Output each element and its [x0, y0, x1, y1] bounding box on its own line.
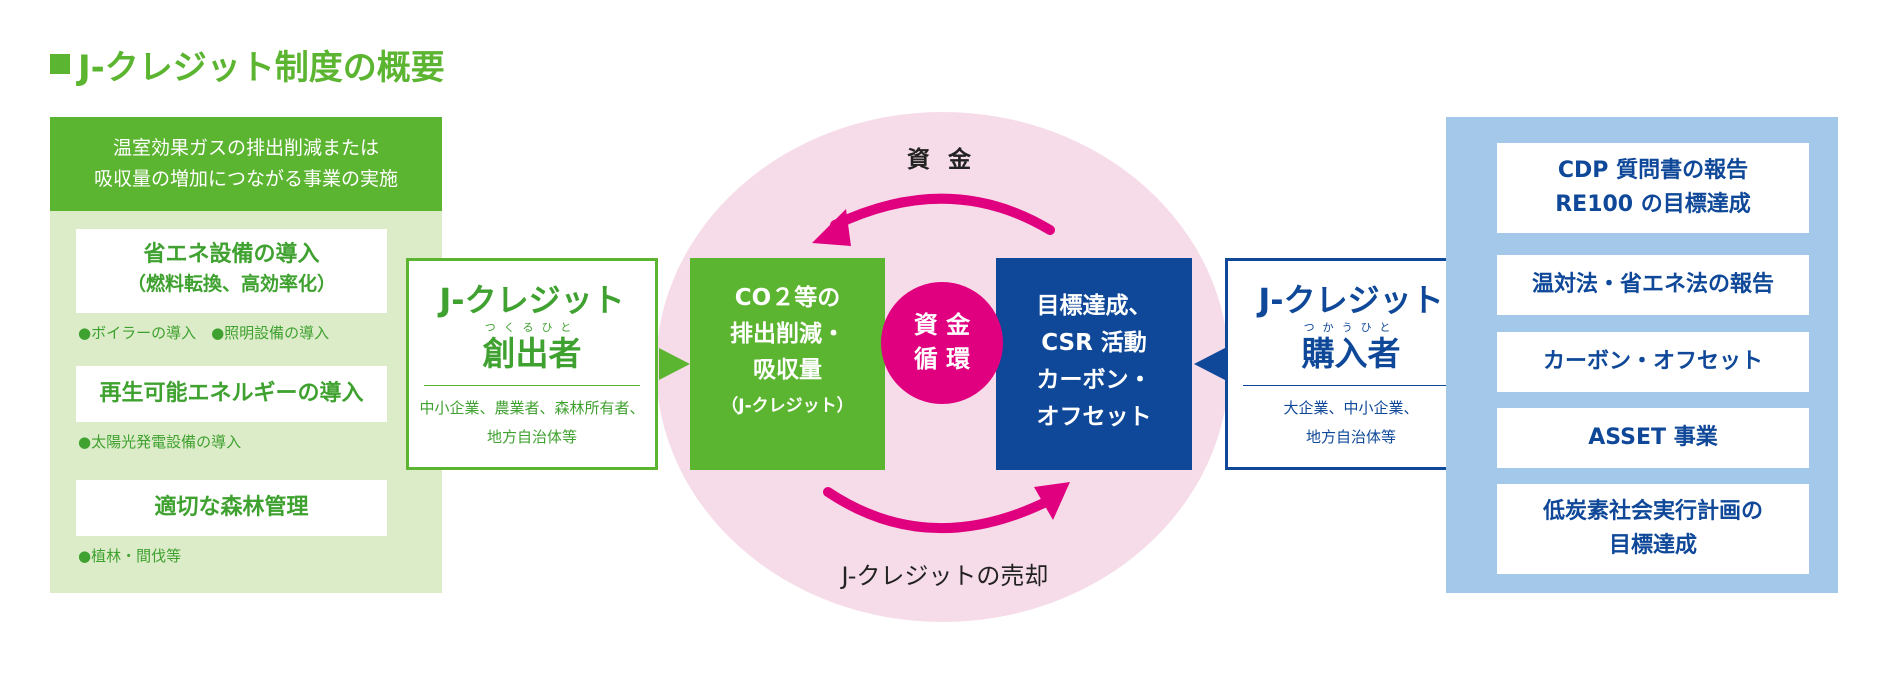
usage-item-cdp: CDP 質問書の報告 RE100 の目標達成: [1497, 143, 1809, 233]
usage-item-line: 低炭素社会実行計画の: [1542, 499, 1763, 524]
emission-reduction-box: CO２等の 排出削減・ 吸収量 （J-クレジット）: [690, 258, 885, 470]
header-line-2: 吸収量の増加につながる事業の実施: [93, 168, 398, 190]
creator-box: J-クレジット つくるひと 創出者 中小企業、農業者、森林所有者、 地方自治体等: [406, 258, 658, 470]
sale-flow-arrow: [823, 487, 1055, 533]
usage-item-asset: ASSET 事業: [1497, 408, 1809, 468]
money-flow-arrow: [830, 193, 1055, 235]
usage-item-line: ASSET 事業: [1588, 425, 1718, 450]
project-item-forest: 適切な森林管理: [76, 480, 387, 536]
usage-item-line: 温対法・省エネ法の報告: [1531, 272, 1774, 297]
project-item-note: ●太陽光発電設備の導入: [78, 433, 242, 451]
creator-role: 創出者: [482, 334, 582, 373]
usage-item-low-carbon-plan: 低炭素社会実行計画の 目標達成: [1497, 484, 1809, 574]
sale-arrowhead-icon: [1034, 482, 1070, 520]
page-title: J-クレジット制度の概要: [50, 38, 445, 90]
title-text: J-クレジット制度の概要: [78, 47, 445, 88]
project-item-title: 再生可能エネルギーの導入: [99, 381, 364, 406]
creator-title: J-クレジット: [439, 281, 625, 319]
project-item-title: 適切な森林管理: [154, 495, 309, 520]
title-square-icon: [50, 54, 70, 74]
usage-item-carbon-offset: カーボン・オフセット: [1497, 332, 1809, 392]
header-line-1: 温室効果ガスの排出削減または: [112, 137, 379, 159]
creator-ruby: つくるひと: [484, 321, 580, 334]
project-item-note: ●植林・間伐等: [78, 547, 182, 565]
buyer-role: 購入者: [1301, 334, 1401, 373]
usage-item-line: CDP 質問書の報告: [1557, 158, 1749, 183]
project-item-subtitle: （燃料転換、高効率化）: [126, 273, 336, 295]
goal-achievement-box: 目標達成、 CSR 活動 カーボン・ オフセット: [996, 258, 1192, 470]
circle-line-2: 循 環: [913, 345, 971, 373]
money-arrowhead-icon: [812, 209, 851, 246]
buyer-divider: [1243, 385, 1459, 386]
creator-desc-line-2: 地方自治体等: [486, 428, 577, 446]
goal-line-3: カーボン・: [1036, 367, 1152, 393]
emission-sub: （J-クレジット）: [721, 396, 854, 416]
buyer-box: J-クレジット つかうひと 購入者 大企業、中小企業、 地方自治体等: [1225, 258, 1477, 470]
buyer-desc-line-2: 地方自治体等: [1305, 428, 1396, 446]
circle-line-1: 資 金: [913, 311, 971, 339]
emission-line-2: 排出削減・: [730, 321, 845, 347]
usage-item-line: 目標達成: [1608, 533, 1697, 558]
emission-line-3: 吸収量: [753, 357, 822, 383]
creator-divider: [424, 385, 640, 386]
buyer-desc-line-1: 大企業、中小企業、: [1283, 399, 1419, 417]
project-item-note: ●ボイラーの導入 ●照明設備の導入: [78, 324, 330, 342]
goal-line-4: オフセット: [1036, 404, 1152, 430]
project-item-title: 省エネ設備の導入: [143, 242, 320, 267]
creator-desc-line-1: 中小企業、農業者、森林所有者、: [419, 399, 645, 417]
usage-item-line: RE100 の目標達成: [1555, 192, 1751, 217]
project-item-energy-saving: 省エネ設備の導入 （燃料転換、高効率化）: [76, 229, 387, 313]
fund-cycle-circle: 資 金 循 環: [881, 282, 1003, 404]
usage-item-law-report: 温対法・省エネ法の報告: [1497, 255, 1809, 315]
project-item-renewable: 再生可能エネルギーの導入: [76, 366, 387, 422]
usage-item-line: カーボン・オフセット: [1542, 349, 1763, 374]
emission-line-1: CO２等の: [734, 285, 841, 311]
buyer-ruby: つかうひと: [1303, 321, 1399, 334]
buyer-title: J-クレジット: [1258, 281, 1444, 319]
goal-line-2: CSR 活動: [1041, 330, 1147, 356]
buyer-arrow-icon: [1194, 348, 1225, 380]
sale-label: J-クレジットの売却: [841, 562, 1049, 590]
goal-line-1: 目標達成、: [1036, 293, 1152, 319]
creator-arrow-icon: [659, 348, 690, 380]
money-label: 資金: [907, 147, 989, 173]
project-panel-header: 温室効果ガスの排出削減または 吸収量の増加につながる事業の実施: [50, 117, 442, 211]
